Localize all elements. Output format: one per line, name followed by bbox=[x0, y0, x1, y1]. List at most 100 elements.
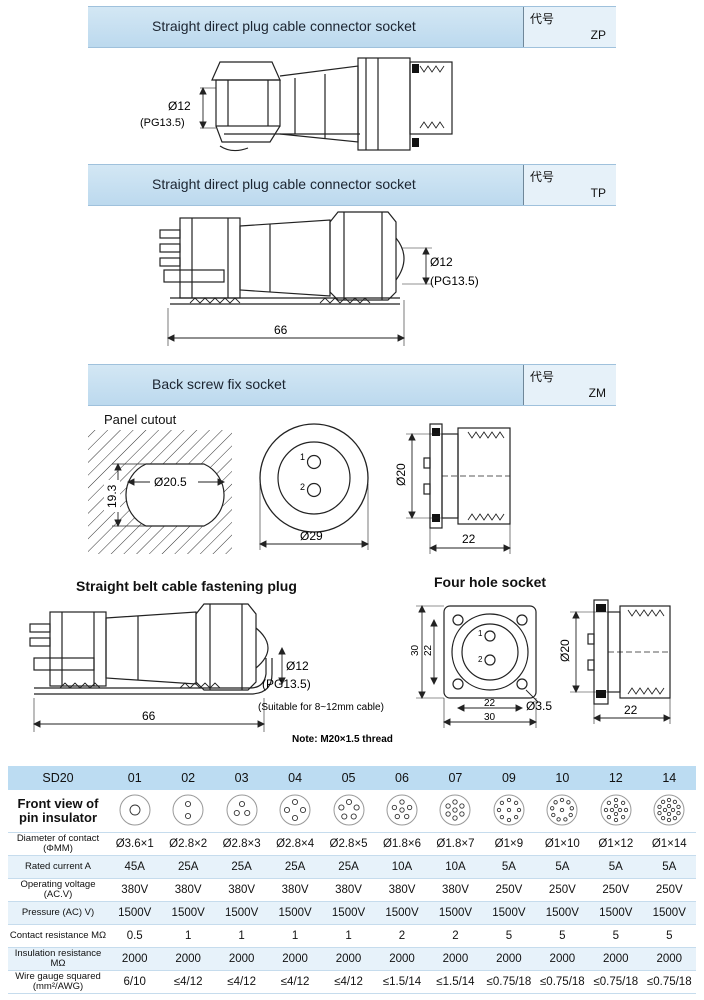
pin-contact bbox=[657, 804, 662, 809]
pin-row-label: Front view of pin insulator bbox=[8, 790, 108, 833]
pin-contact bbox=[606, 800, 611, 805]
four-inner-width-label: 22 bbox=[484, 698, 496, 709]
table-cell: 2 bbox=[428, 924, 483, 948]
four-hole-side-drawing: Ø20 22 bbox=[558, 599, 672, 724]
belt-cable-note: (Suitable for 8~12mm cable) bbox=[258, 702, 384, 713]
zm-face-drawing: 1 2 Ø29 bbox=[258, 423, 370, 550]
table-column-header: 02 bbox=[161, 766, 215, 790]
row-label: Diameter of contact (ΦMM) bbox=[8, 832, 108, 856]
code-label: 代号 bbox=[530, 170, 555, 184]
pin-contact bbox=[551, 812, 556, 817]
pin-insulator-icon bbox=[653, 794, 685, 825]
banner-title: Straight direct plug cable connector soc… bbox=[152, 18, 416, 34]
table-cell: 1500V bbox=[108, 901, 162, 925]
row-label: Pressure (AC) V) bbox=[8, 901, 108, 925]
pin-contact bbox=[673, 815, 678, 820]
table-column-header: 03 bbox=[214, 766, 269, 790]
thread-note: Note: M20×1.5 thread bbox=[292, 734, 393, 745]
table-cell: 10A bbox=[375, 855, 429, 879]
banner-tp: Straight direct plug cable connector soc… bbox=[88, 164, 616, 206]
face-diameter-label: Ø29 bbox=[300, 529, 323, 543]
table-cell: 25A bbox=[161, 855, 215, 879]
row-label: Operating voltage (AC.V) bbox=[8, 878, 108, 902]
pin-contact bbox=[553, 799, 559, 804]
table-cell: 1 bbox=[161, 924, 215, 948]
four-hole-title: Four hole socket bbox=[434, 574, 547, 590]
pin-contact bbox=[292, 814, 299, 821]
pin-contact bbox=[185, 800, 192, 807]
table-cell: 25A bbox=[321, 855, 376, 879]
table-cell: Ø2.8×3 bbox=[214, 832, 269, 856]
pin-contact bbox=[560, 807, 565, 812]
table-cell: Ø2.8×4 bbox=[268, 832, 322, 856]
table-cell: 1500V bbox=[161, 901, 215, 925]
table-cell: 250V bbox=[589, 878, 643, 902]
table-cell: 5 bbox=[482, 924, 536, 948]
code-box: 代号 ZM bbox=[523, 365, 616, 405]
pin-contact bbox=[353, 803, 360, 811]
table-cell: 1500V bbox=[642, 901, 696, 925]
table-column-header: 12 bbox=[589, 766, 643, 790]
table-column-header: 04 bbox=[268, 766, 322, 790]
table-cell: 380V bbox=[161, 878, 215, 902]
table-cell: 380V bbox=[214, 878, 269, 902]
row-label: Rated current A bbox=[8, 855, 108, 879]
four-side-diameter-label: Ø20 bbox=[558, 639, 572, 662]
table-row: Wire gauge squared (mm²/AWG)6/10≤4/12≤4/… bbox=[8, 970, 696, 994]
table-cell: 1500V bbox=[535, 901, 590, 925]
zm-side-drawing: Ø20 22 bbox=[394, 423, 512, 554]
table-cell: 380V bbox=[321, 878, 376, 902]
table-cell: 1500V bbox=[428, 901, 483, 925]
pin-contact bbox=[513, 814, 519, 819]
zm-side-length-label: 22 bbox=[462, 532, 476, 546]
pin-contact bbox=[606, 814, 611, 819]
zp-connector-drawing: Ø12 (PG13.5) bbox=[140, 57, 453, 152]
cutout-flat-label: 19.3 bbox=[105, 484, 119, 508]
pin-contact bbox=[603, 807, 608, 812]
pin-contact bbox=[620, 800, 626, 805]
table-cell: 2000 bbox=[482, 947, 536, 971]
table-cell: 2000 bbox=[535, 947, 590, 971]
pin-contact bbox=[657, 810, 662, 815]
pin-contact bbox=[238, 800, 245, 807]
pin-contact bbox=[499, 800, 504, 805]
pin-contact bbox=[459, 810, 465, 817]
belt-pg-label: (PG13.5) bbox=[262, 677, 311, 691]
pin-contact bbox=[613, 817, 618, 822]
pin-contact bbox=[560, 797, 565, 802]
pin-contact bbox=[676, 804, 681, 809]
banner-zp: Straight direct plug cable connector soc… bbox=[88, 6, 616, 48]
table-cell: 6/10 bbox=[108, 970, 162, 994]
table-cell: ≤1.5/14 bbox=[428, 970, 483, 994]
four-pin-1-label: 1 bbox=[478, 629, 483, 638]
pin-contact bbox=[667, 811, 672, 816]
pin-contact bbox=[233, 809, 240, 816]
table-cell: 380V bbox=[375, 878, 429, 902]
pin-contact bbox=[556, 816, 562, 822]
table-cell: ≤1.5/14 bbox=[375, 970, 429, 994]
pin-contact bbox=[506, 817, 512, 822]
pin-contact bbox=[406, 804, 413, 810]
tp-diameter-label: Ø12 bbox=[430, 255, 453, 269]
pin-contact bbox=[676, 810, 681, 815]
table-column-header: 06 bbox=[375, 766, 429, 790]
belt-plug-drawing: Ø12 (PG13.5) (Suitable for 8~12mm cable)… bbox=[29, 603, 393, 745]
pin-1-label: 1 bbox=[300, 452, 305, 462]
pin-contact bbox=[661, 799, 666, 804]
table-cell: 2 bbox=[375, 924, 429, 948]
table-cell: ≤0.75/18 bbox=[535, 970, 590, 994]
table-cell: ≤4/12 bbox=[321, 970, 376, 994]
pin-contact bbox=[609, 807, 614, 812]
table-cell: 1500V bbox=[321, 901, 376, 925]
pin-contact bbox=[185, 812, 192, 819]
pin-insulator-icon bbox=[226, 794, 258, 825]
table-cell: Ø1.8×6 bbox=[375, 832, 429, 856]
pin-contact bbox=[452, 798, 459, 805]
pin-contact bbox=[445, 802, 452, 809]
table-cell: 5A bbox=[535, 855, 590, 879]
table-column-header: 05 bbox=[321, 766, 376, 790]
pin-contact bbox=[404, 813, 410, 819]
